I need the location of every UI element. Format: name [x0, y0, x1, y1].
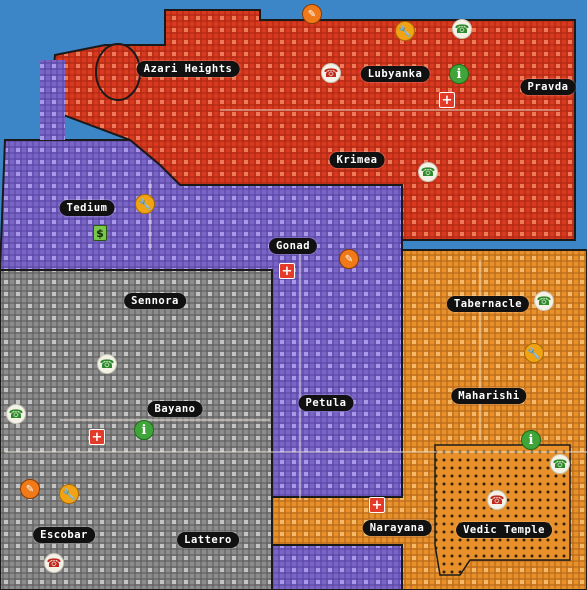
label-vedic-temple: Vedic Temple — [456, 522, 552, 538]
hospital-icon[interactable]: + — [439, 92, 455, 108]
phone-mission-icon[interactable]: ☎ — [44, 553, 64, 573]
label-lattero: Lattero — [177, 532, 239, 548]
phone-mission-icon[interactable]: ☎ — [321, 63, 341, 83]
spray-shop-icon[interactable]: ✎ — [339, 249, 359, 269]
label-lubyanka: Lubyanka — [360, 66, 430, 82]
label-sennora: Sennora — [124, 293, 186, 309]
label-krimea: Krimea — [329, 152, 385, 168]
hospital-icon[interactable]: + — [89, 429, 105, 445]
info-icon[interactable]: i — [521, 430, 541, 450]
phone-mission-icon[interactable]: ☎ — [487, 490, 507, 510]
info-icon[interactable]: i — [449, 64, 469, 84]
garage-wrench-icon[interactable]: 🔧 — [524, 343, 544, 363]
hospital-icon[interactable]: + — [279, 263, 295, 279]
district-orange — [271, 249, 587, 590]
label-bayano: Bayano — [147, 401, 203, 417]
garage-wrench-icon[interactable]: 🔧 — [395, 21, 415, 41]
hospital-icon[interactable]: + — [369, 497, 385, 513]
spray-shop-icon[interactable]: ✎ — [20, 479, 40, 499]
label-narayana: Narayana — [362, 520, 432, 536]
label-gonad: Gonad — [268, 238, 318, 254]
phone-icon[interactable]: ☎ — [550, 454, 570, 474]
label-escobar: Escobar — [33, 527, 95, 543]
phone-icon[interactable]: ☎ — [6, 404, 26, 424]
label-tabernacle: Tabernacle — [446, 296, 530, 312]
label-maharishi: Maharishi — [451, 388, 527, 404]
spray-shop-icon[interactable]: ✎ — [302, 4, 322, 24]
phone-icon[interactable]: ☎ — [452, 19, 472, 39]
label-tedium: Tedium — [59, 200, 115, 216]
garage-wrench-icon[interactable]: 🔧 — [135, 194, 155, 214]
garage-wrench-icon[interactable]: 🔧 — [59, 484, 79, 504]
label-pravda: Pravda — [520, 79, 576, 95]
label-petula: Petula — [298, 395, 354, 411]
save-point-icon[interactable]: $ — [93, 225, 107, 241]
phone-icon[interactable]: ☎ — [418, 162, 438, 182]
road-network — [5, 109, 587, 500]
label-azari-heights: Azari Heights — [136, 61, 240, 77]
phone-icon[interactable]: ☎ — [534, 291, 554, 311]
info-icon[interactable]: i — [134, 420, 154, 440]
phone-icon[interactable]: ☎ — [97, 354, 117, 374]
